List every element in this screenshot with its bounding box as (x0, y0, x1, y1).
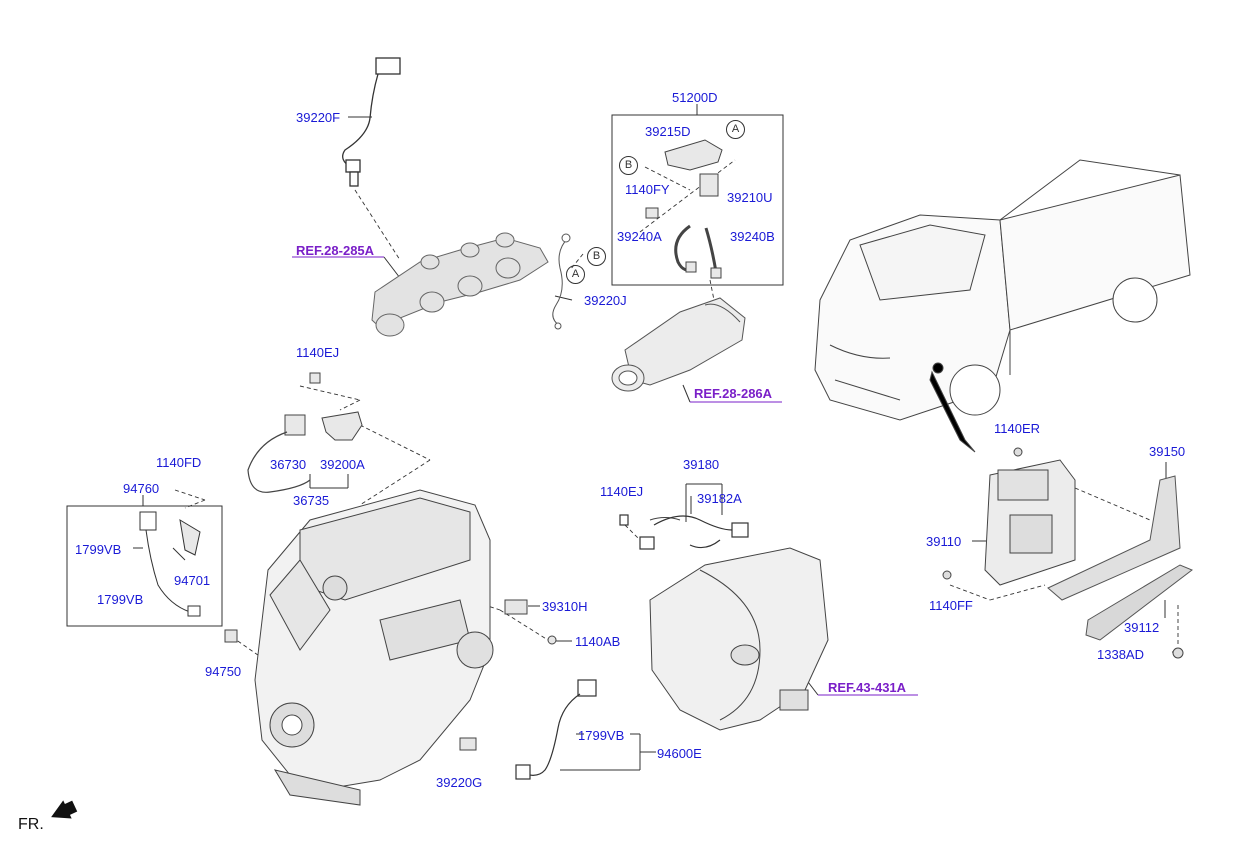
part-label-1799VB[interactable]: 1799VB (75, 542, 122, 557)
part-label-39215D[interactable]: 39215D (645, 124, 691, 139)
assembly-box-94760 (66, 505, 223, 627)
part-label-1140EJ[interactable]: 1140EJ (296, 345, 340, 360)
sensor-wire-94600E (515, 679, 597, 780)
part-label-39150[interactable]: 39150 (1149, 444, 1186, 459)
part-label-94701[interactable]: 94701 (174, 573, 211, 588)
sensor-wire-39220J (552, 233, 571, 330)
exhaust-manifold (371, 232, 549, 337)
o2-sensor-39220F (342, 57, 401, 187)
ref-label-28-286A[interactable]: REF.28-286A (694, 386, 773, 401)
part-label-39180[interactable]: 39180 (683, 457, 720, 472)
transmission (649, 517, 829, 731)
part-label-1799VB[interactable]: 1799VB (578, 728, 625, 743)
sensor-wire-39180 (619, 514, 749, 550)
part-label-39240B[interactable]: 39240B (730, 229, 775, 244)
bracket-39150 (1047, 475, 1181, 601)
catalytic-converter (611, 297, 746, 392)
part-label-39110[interactable]: 39110 (926, 534, 962, 549)
part-label-1140FD[interactable]: 1140FD (156, 455, 202, 470)
part-label-39210U[interactable]: 39210U (727, 190, 773, 205)
part-label-39310H[interactable]: 39310H (542, 599, 588, 614)
circle-marker-a: A (726, 120, 745, 139)
part-label-39240A[interactable]: 39240A (617, 229, 662, 244)
ref-label-28-285A[interactable]: REF.28-285A (296, 243, 375, 258)
circle-marker-a: A (566, 265, 585, 284)
bracket-39200A (247, 372, 363, 493)
front-direction-label: FR. (18, 816, 44, 833)
part-label-1140FY[interactable]: 1140FY (625, 182, 670, 197)
part-label-1140AB[interactable]: 1140AB (575, 634, 621, 649)
part-label-94760[interactable]: 94760 (123, 481, 160, 496)
ecu-39110 (942, 447, 1076, 586)
part-label-39220F[interactable]: 39220F (296, 110, 341, 125)
part-label-36730[interactable]: 36730 (270, 457, 307, 472)
part-label-1140EJ[interactable]: 1140EJ (600, 484, 644, 499)
part-label-1799VB[interactable]: 1799VB (97, 592, 144, 607)
truck (814, 159, 1191, 453)
circle-marker-b: B (619, 156, 638, 175)
part-label-39220J[interactable]: 39220J (584, 293, 627, 308)
circle-marker-b: B (587, 247, 606, 266)
part-label-51200D[interactable]: 51200D (672, 90, 718, 105)
nut-1338AD (1172, 647, 1184, 659)
part-label-1140ER[interactable]: 1140ER (994, 421, 1041, 436)
pressure-sensor-assembly (645, 139, 723, 279)
part-label-39182A[interactable]: 39182A (697, 491, 742, 506)
ref-label-43-431A[interactable]: REF.43-431A (828, 680, 907, 695)
part-label-1338AD[interactable]: 1338AD (1097, 647, 1144, 662)
crank-sensor-39310H (224, 599, 557, 751)
part-label-36735[interactable]: 36735 (293, 493, 330, 508)
cover-39112 (1085, 564, 1193, 641)
part-label-39200A[interactable]: 39200A (320, 457, 365, 472)
part-label-39112[interactable]: 39112 (1124, 620, 1160, 635)
part-label-94750[interactable]: 94750 (205, 664, 242, 679)
part-label-94600E[interactable]: 94600E (657, 746, 702, 761)
part-label-39220G[interactable]: 39220G (436, 775, 483, 790)
engine-block (254, 489, 494, 806)
part-label-1140FF[interactable]: 1140FF (929, 598, 973, 613)
pressure-switch-94760 (139, 511, 201, 617)
front-arrow-icon (51, 800, 78, 819)
